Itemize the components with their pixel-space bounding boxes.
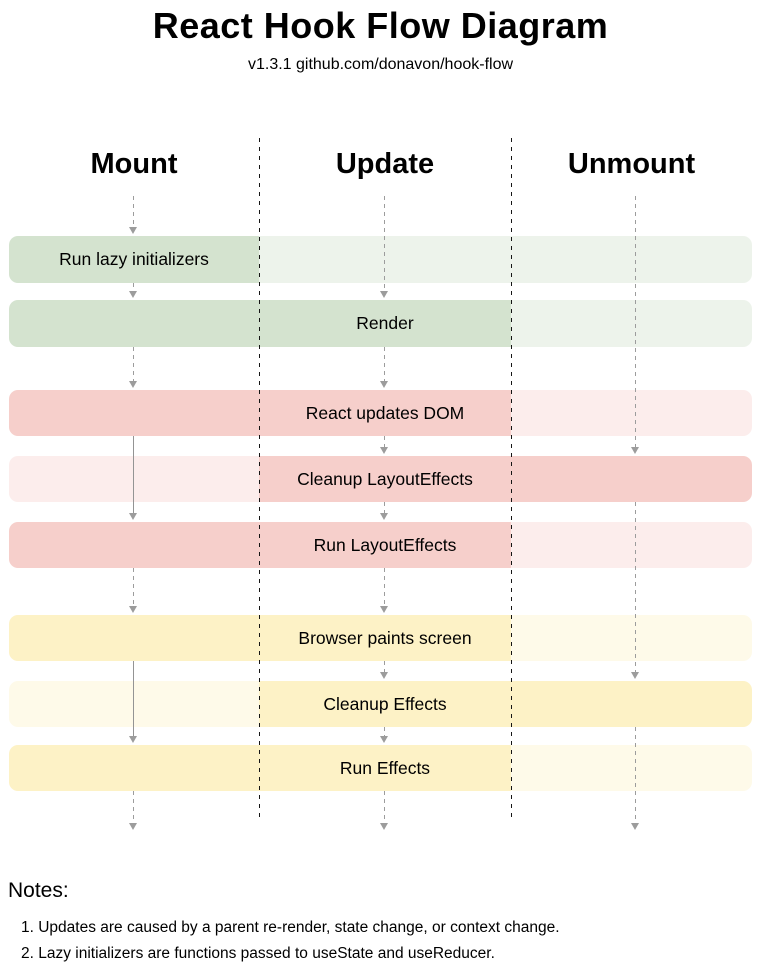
segment-unmount-inactive (511, 615, 752, 661)
segment-unmount-inactive (511, 745, 752, 791)
flow-step-run-effects: Run Effects (9, 745, 752, 791)
segment-mount-active (9, 300, 259, 347)
segment-mount-active (9, 236, 259, 283)
segment-unmount-inactive (511, 522, 752, 568)
column-header-mount: Mount (90, 148, 178, 180)
flow-arrow-update-dashed (384, 436, 385, 448)
arrow-head-icon (129, 227, 137, 234)
arrow-head-icon (631, 672, 639, 679)
flow-step-run-lazy-initializers: Run lazy initializers (9, 236, 752, 283)
segment-update-active (259, 615, 511, 661)
page-title: React Hook Flow Diagram (152, 5, 609, 46)
segment-unmount-inactive (511, 390, 752, 436)
column-header-update: Update (335, 148, 435, 180)
flow-arrow-mount-dashed (133, 791, 134, 824)
flow-arrow-update-dashed (384, 347, 385, 382)
segment-unmount-inactive (511, 236, 752, 283)
flow-step-label: Run lazy initializers (59, 249, 209, 269)
column-header-unmount: Unmount (567, 148, 696, 180)
segment-mount-active (9, 390, 259, 436)
note-item: 2. Lazy initializers are functions passe… (21, 944, 495, 962)
arrow-head-icon (380, 736, 388, 743)
flow-arrow-unmount-dashed (635, 727, 636, 824)
flow-step-label: Run Effects (339, 757, 431, 778)
flow-step-render: Render (9, 300, 752, 347)
arrow-head-icon (380, 606, 388, 613)
segment-update-active (259, 300, 511, 347)
flow-step-label: Cleanup Effects (323, 693, 447, 714)
flow-arrow-update-dashed (384, 661, 385, 673)
arrow-head-icon (380, 672, 388, 679)
flow-step-run-layout-effects: Run LayoutEffects (9, 522, 752, 568)
flow-arrow-update-dashed (384, 196, 385, 292)
segment-mount-active (9, 522, 259, 568)
arrow-head-icon (380, 447, 388, 454)
arrow-head-icon (129, 823, 137, 830)
segment-unmount-active (511, 456, 752, 502)
column-separator (511, 138, 512, 818)
flow-step-label: Browser paints screen (298, 627, 472, 648)
flow-arrow-mount-dashed (133, 568, 134, 607)
arrow-head-icon (129, 291, 137, 298)
flow-step-label: React updates DOM (305, 402, 465, 423)
flow-arrow-mount-dashed (133, 283, 134, 292)
flow-arrow-mount-solid (133, 436, 134, 514)
arrow-head-icon (129, 381, 137, 388)
arrow-head-icon (129, 606, 137, 613)
arrow-head-icon (631, 823, 639, 830)
arrow-head-icon (129, 736, 137, 743)
flow-step-react-updates-dom: React updates DOM (9, 390, 752, 436)
arrow-head-icon (380, 823, 388, 830)
diagram-subtitle: v1.3.1 github.com/donavon/hook-flow (247, 56, 514, 73)
flow-step-label: Run LayoutEffects (313, 534, 457, 555)
segment-unmount-inactive (511, 300, 752, 347)
note-item: 1. Updates are caused by a parent re-ren… (21, 919, 560, 936)
segment-mount-active (9, 745, 259, 791)
flow-arrow-update-dashed (384, 727, 385, 737)
segment-update-inactive (259, 236, 511, 283)
flow-arrow-mount-dashed (133, 347, 134, 382)
notes-list: 1. Updates are caused by a parent re-ren… (21, 915, 741, 966)
segment-mount-inactive (9, 681, 259, 727)
arrow-head-icon (380, 513, 388, 520)
notes-heading: Notes: (8, 879, 69, 902)
flow-arrow-update-dashed (384, 568, 385, 607)
segment-mount-inactive (9, 456, 259, 502)
arrow-head-icon (129, 513, 137, 520)
segment-update-active (259, 456, 511, 502)
flow-arrow-unmount-dashed (635, 196, 636, 448)
arrow-head-icon (631, 447, 639, 454)
flow-arrow-mount-dashed (133, 196, 134, 228)
segment-update-active (259, 681, 511, 727)
flow-step-label: Render (356, 313, 414, 333)
flow-step-browser-paints-screen: Browser paints screen (9, 615, 752, 661)
segment-update-active (259, 390, 511, 436)
segment-mount-active (9, 615, 259, 661)
flow-arrow-unmount-dashed (635, 502, 636, 673)
flow-arrow-mount-solid (133, 661, 134, 737)
segment-update-active (259, 522, 511, 568)
flow-step-cleanup-layout-effects: Cleanup LayoutEffects (9, 456, 752, 502)
flow-arrow-update-dashed (384, 502, 385, 514)
flow-step-cleanup-effects: Cleanup Effects (9, 681, 752, 727)
arrow-head-icon (380, 381, 388, 388)
flow-step-label: Cleanup LayoutEffects (297, 468, 473, 489)
segment-unmount-active (511, 681, 752, 727)
column-separator (259, 138, 260, 818)
arrow-head-icon (380, 291, 388, 298)
segment-update-active (259, 745, 511, 791)
flow-arrow-update-dashed (384, 791, 385, 824)
